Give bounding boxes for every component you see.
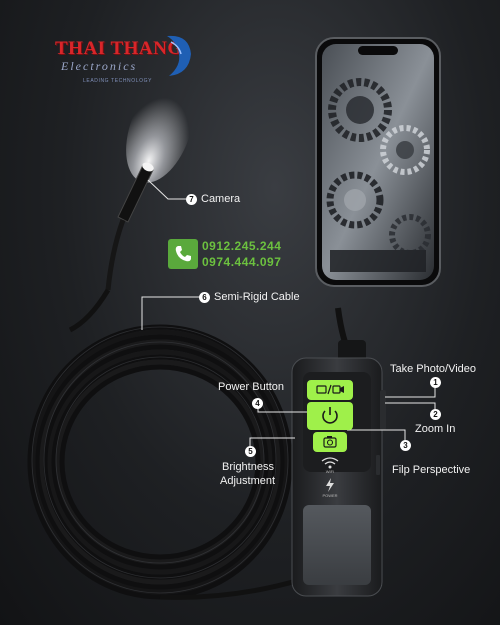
- contact-phone-2[interactable]: 0974.444.097: [202, 255, 282, 269]
- callout-badge-7: 7: [186, 194, 197, 205]
- contact-phone-block: 0912.245.244 0974.444.097: [168, 238, 288, 270]
- camera-flip-icon: [323, 436, 337, 448]
- contact-phone-1[interactable]: 0912.245.244: [202, 239, 282, 253]
- phone-icon: [168, 239, 198, 269]
- brand-logo: THAI THANG Electronics LEADING TECHNOLOG…: [55, 32, 195, 92]
- callout-badge-2: 2: [430, 409, 441, 420]
- wifi-label: WIFI: [325, 469, 335, 474]
- callout-label-brightness-2: Adjustment: [220, 475, 276, 487]
- logo-subtitle: Electronics: [61, 59, 138, 73]
- flip-perspective-button[interactable]: [313, 432, 347, 452]
- wifi-icon: [321, 457, 339, 469]
- mode-switch-button[interactable]: [307, 380, 353, 400]
- photo-video-icon: [316, 384, 344, 395]
- device-button-panel: [307, 380, 353, 452]
- callout-badge-5: 5: [245, 446, 256, 457]
- power-label: POWER: [322, 493, 338, 498]
- callout-label-brightness: Brightness: [222, 461, 274, 473]
- callout-label-power: Power Button: [218, 381, 285, 393]
- logo-tagline: LEADING TECHNOLOGY: [83, 78, 153, 84]
- cable-highlights: [31, 326, 289, 594]
- callout-badge-4: 4: [252, 398, 263, 409]
- callout-badge-3: 3: [400, 440, 411, 451]
- callout-label-zoom: Zoom In: [415, 423, 456, 435]
- callout-badge-1: 1: [430, 377, 441, 388]
- callout-label-camera: Camera: [201, 193, 241, 205]
- smartphone: [315, 37, 441, 287]
- callout-badge-6: 6: [199, 292, 210, 303]
- callout-label-take-photo: Take Photo/Video: [390, 363, 477, 375]
- power-button[interactable]: [307, 402, 353, 430]
- logo-title: THAI THANG: [55, 38, 183, 59]
- semi-rigid-cable-coil: [27, 288, 301, 600]
- globe-icon: [167, 35, 191, 76]
- callout-label-cable: Semi-Rigid Cable: [214, 291, 300, 303]
- lightning-icon: [326, 478, 334, 492]
- camera-probe: [105, 162, 154, 291]
- power-icon: [322, 407, 338, 424]
- phone-screen-gears: [326, 78, 431, 272]
- callout-label-flip: Filp Perspective: [392, 464, 471, 476]
- camera-light-beam: [126, 77, 194, 183]
